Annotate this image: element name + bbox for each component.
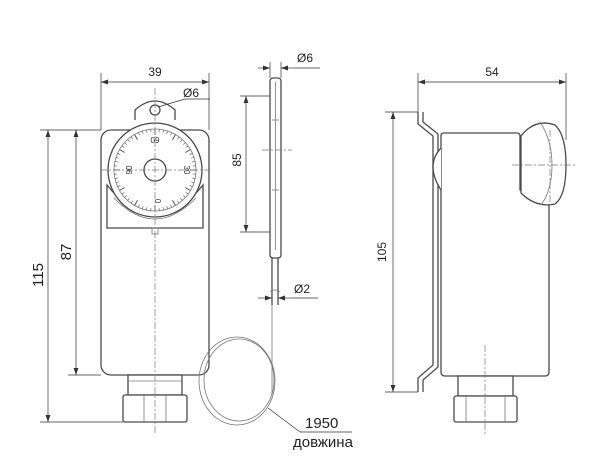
dial-tick xyxy=(191,181,195,183)
dial-tick xyxy=(114,161,118,163)
dim-total-height: 115 xyxy=(30,263,47,287)
dial-tick xyxy=(189,185,193,187)
dial-tick xyxy=(185,192,189,195)
dim-side-depth: 54 xyxy=(485,65,499,79)
dial-tick xyxy=(185,187,191,191)
dim-capillary-length: 1950 xyxy=(305,415,338,432)
dial-tick xyxy=(172,134,176,140)
side-cable-gland-nut xyxy=(453,395,518,423)
dial-tick xyxy=(180,139,183,142)
dial-tick xyxy=(146,207,148,211)
dial-tick xyxy=(117,185,121,187)
knob-side xyxy=(520,122,567,206)
mounting-bracket xyxy=(417,112,434,392)
dial-tick xyxy=(130,136,133,140)
dial-tick xyxy=(172,200,176,206)
dim-bracket-height: 105 xyxy=(375,242,389,262)
capillary-coil xyxy=(198,336,276,426)
dial-tick xyxy=(138,204,140,208)
dial-tick xyxy=(119,187,125,191)
dial-tick xyxy=(138,132,140,136)
side-view: 54 105 xyxy=(375,65,575,435)
dial-tick xyxy=(119,149,125,153)
dial-tick xyxy=(127,198,130,201)
dial-tick xyxy=(124,142,127,145)
dim-hole-diameter: Ø6 xyxy=(183,86,199,100)
dial-tick xyxy=(142,130,144,134)
dial-tick xyxy=(183,142,186,145)
dial-tick xyxy=(130,200,133,204)
dial-tick xyxy=(170,132,172,136)
dim-bulb-length: 85 xyxy=(230,153,244,167)
dial-tick xyxy=(115,181,119,183)
side-cable-gland xyxy=(457,375,514,397)
dial-tick xyxy=(121,192,125,195)
dial-label-bottom: 0 xyxy=(153,199,162,204)
dial-tick xyxy=(192,177,196,179)
dial-tick xyxy=(170,204,172,208)
dial-tick xyxy=(185,145,189,148)
dial-tick xyxy=(117,153,121,155)
dial-tick xyxy=(185,149,191,153)
capillary-length-leader xyxy=(267,407,301,433)
dial-tick xyxy=(162,207,164,211)
dim-bulb-diameter: Ø6 xyxy=(297,51,313,65)
dial-tick xyxy=(166,206,168,210)
dial-tick xyxy=(191,157,195,159)
capillary-length-caption: довжина xyxy=(293,434,354,451)
dial-tick xyxy=(115,157,119,159)
dial-tick xyxy=(180,198,183,201)
dim-front-width: 39 xyxy=(148,65,162,79)
dial-tick xyxy=(124,195,127,198)
dial-tick xyxy=(189,153,193,155)
dial-tick xyxy=(162,129,164,133)
front-view: 09 06 30 0 39 Ø6 115 87 xyxy=(30,65,276,435)
dial-tick xyxy=(114,177,118,179)
dim-body-height: 87 xyxy=(58,244,75,261)
dial-label-right: 30 xyxy=(182,166,191,175)
dial-tick xyxy=(121,145,125,148)
dial-tick xyxy=(142,206,144,210)
hole-leader xyxy=(157,98,186,108)
dial-tick xyxy=(134,200,138,206)
dim-capillary-diameter: Ø2 xyxy=(294,282,310,296)
dial-tick xyxy=(146,129,148,133)
dial-tick xyxy=(134,134,138,140)
cover-bump xyxy=(432,147,442,191)
dial-tick xyxy=(183,195,186,198)
dial-tick xyxy=(166,130,168,134)
dial-tick xyxy=(177,136,180,140)
sensor-bulb-view: Ø6 85 Ø2 1950 довжина xyxy=(230,51,354,451)
dial-tick xyxy=(127,139,130,142)
dial-tick xyxy=(177,200,180,204)
dial-tick xyxy=(192,161,196,163)
